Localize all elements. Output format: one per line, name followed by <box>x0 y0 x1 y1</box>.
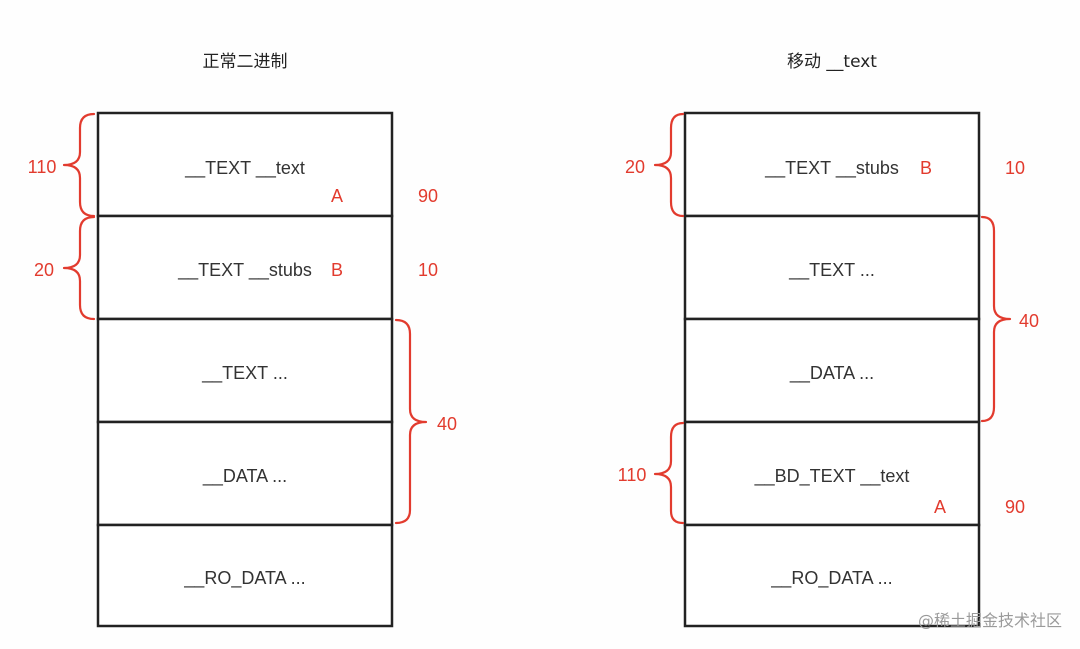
left-brace-40 <box>394 318 428 525</box>
right-label-data: __DATA ... <box>789 363 874 384</box>
left-brace-label-20: 20 <box>34 260 54 280</box>
right-segment-data <box>683 317 981 424</box>
left-segment-ro-data <box>96 523 394 628</box>
left-segment-data <box>96 420 394 527</box>
left-label-ro-data: __RO_DATA ... <box>183 568 305 589</box>
right-label-ro-data: __RO_DATA ... <box>770 568 892 589</box>
left-side-value-10: 10 <box>418 260 438 280</box>
right-brace-label-40: 40 <box>1019 311 1039 331</box>
right-tag-b: B <box>920 158 932 178</box>
left-brace-label-40: 40 <box>437 414 457 434</box>
left-label-data: __DATA ... <box>202 466 287 487</box>
right-brace-110 <box>653 421 685 525</box>
left-segment-text-other <box>96 317 394 424</box>
watermark: @稀土掘金技术社区 <box>918 611 1062 630</box>
left-segment-text-stubs <box>96 214 394 321</box>
right-label-text-stubs: __TEXT __stubs <box>764 158 899 179</box>
left-brace-label-110: 110 <box>28 157 57 177</box>
right-brace-label-20: 20 <box>625 157 645 177</box>
right-tag-a: A <box>934 497 946 517</box>
right-segment-text-stubs <box>683 111 981 218</box>
right-label-bd-text: __BD_TEXT __text <box>754 466 910 487</box>
left-title: 正常二进制 <box>203 52 288 72</box>
left-segment-text-text <box>96 111 394 218</box>
right-side-value-90: 90 <box>1005 497 1025 517</box>
left-label-text-stubs: __TEXT __stubs <box>177 260 312 281</box>
left-segment-stack <box>96 111 394 628</box>
left-panel: 正常二进制 __TEXT __text __TEXT __stubs __TEX… <box>28 52 457 628</box>
right-segment-ro-data <box>683 523 981 628</box>
left-label-text-other: __TEXT ... <box>201 363 288 384</box>
right-label-text-other: __TEXT ... <box>788 260 875 281</box>
left-side-value-90: 90 <box>418 186 438 206</box>
right-brace-40 <box>980 215 1012 423</box>
right-brace-20 <box>653 112 685 218</box>
left-label-text-text: __TEXT __text <box>184 158 305 179</box>
right-brace-label-110: 110 <box>618 465 647 485</box>
right-segment-stack <box>683 111 981 628</box>
right-side-value-10: 10 <box>1005 158 1025 178</box>
left-tag-a: A <box>331 186 343 206</box>
left-brace-20 <box>62 215 96 321</box>
right-panel: 移动 __text __TEXT __stubs __TEXT ... __DA… <box>618 52 1039 628</box>
right-title: 移动 __text <box>787 52 877 72</box>
left-tag-b: B <box>331 260 343 280</box>
left-brace-110 <box>62 112 96 218</box>
